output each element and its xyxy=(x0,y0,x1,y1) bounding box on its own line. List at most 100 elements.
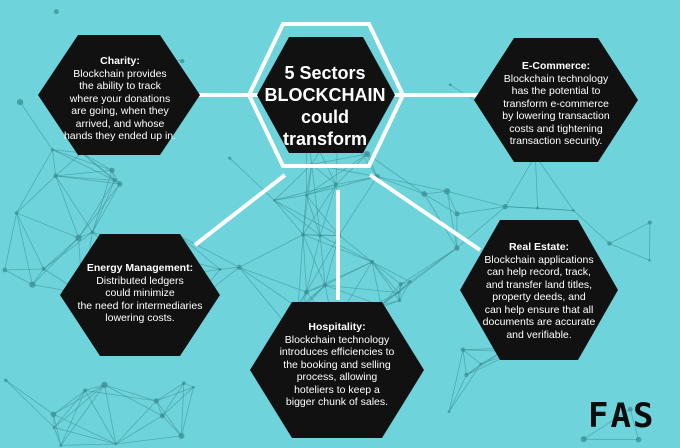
network-link xyxy=(60,443,116,446)
network-link xyxy=(84,390,117,445)
sector-title: Hospitality: xyxy=(308,321,366,333)
network-link xyxy=(319,235,373,263)
network-node xyxy=(303,289,310,295)
center-title-line4: transform xyxy=(282,129,367,149)
network-link xyxy=(81,152,115,181)
network-link xyxy=(54,427,116,445)
network-link xyxy=(81,152,113,171)
network-node xyxy=(50,148,55,152)
network-node xyxy=(53,9,59,15)
network-link xyxy=(53,390,86,415)
network-link xyxy=(462,349,482,365)
network-link xyxy=(371,261,411,283)
network-link xyxy=(239,266,307,293)
network-node xyxy=(648,259,651,262)
sector-body-line: process, allowing xyxy=(296,371,378,383)
network-link xyxy=(32,268,44,285)
network-node xyxy=(114,442,118,446)
sector-body-line: can help record, track, xyxy=(487,266,591,278)
network-link xyxy=(53,427,62,446)
network-node xyxy=(192,385,195,389)
network-link xyxy=(53,390,86,428)
network-link xyxy=(104,384,117,445)
network-link xyxy=(180,383,185,436)
network-link xyxy=(448,374,467,412)
network-link xyxy=(366,153,378,177)
network-node xyxy=(90,230,95,235)
connector-energy xyxy=(193,173,287,247)
network-link xyxy=(297,234,304,308)
network-link xyxy=(274,164,313,201)
network-link xyxy=(573,210,610,244)
network-link xyxy=(16,212,44,270)
hexagon-hospitality xyxy=(250,302,424,438)
network-node xyxy=(218,267,222,271)
network-link xyxy=(534,155,538,209)
sector-body-line: bigger chunk of sales. xyxy=(285,396,389,408)
network-node xyxy=(117,181,123,187)
network-link xyxy=(43,231,93,270)
network-link xyxy=(371,261,399,293)
network-node xyxy=(228,156,232,160)
network-node xyxy=(408,280,412,284)
network-link xyxy=(609,222,651,244)
network-node xyxy=(333,182,338,187)
network-link xyxy=(629,409,639,440)
network-node xyxy=(447,410,451,414)
sector-body-line: costs and tightening xyxy=(509,122,603,135)
network-node xyxy=(178,432,185,439)
network-link xyxy=(16,175,56,214)
sector-body-line: lowering costs. xyxy=(105,312,175,324)
network-link xyxy=(424,190,448,195)
sector-body-line: introduces efficiencies to xyxy=(279,346,395,358)
sector-body-line: where your donations xyxy=(69,92,171,105)
network-link xyxy=(162,386,194,417)
network-link xyxy=(446,191,458,215)
network-node xyxy=(580,436,587,443)
network-node xyxy=(647,220,652,225)
hexagon-energy xyxy=(60,234,220,356)
sector-energy: Energy Management: Distributed ledgers c… xyxy=(65,262,215,325)
network-link xyxy=(5,379,55,428)
center-title-line2: BLOCKCHAIN xyxy=(264,85,386,105)
network-link xyxy=(179,235,221,270)
network-link xyxy=(319,184,337,236)
sector-body-line: and verifiable. xyxy=(506,328,572,341)
network-link xyxy=(456,206,506,215)
sector-body-line: transaction security. xyxy=(509,135,603,147)
network-link xyxy=(446,190,506,208)
network-link xyxy=(305,194,321,236)
sector-body-line: the ability to track xyxy=(79,80,161,92)
network-link xyxy=(380,283,402,306)
network-link xyxy=(583,408,631,440)
sector-title: Charity: xyxy=(100,55,140,67)
network-link xyxy=(60,390,86,446)
network-link xyxy=(53,413,117,445)
network-link xyxy=(306,184,337,196)
network-node xyxy=(41,266,46,271)
network-node xyxy=(83,388,88,393)
center-title: 5 Sectors BLOCKCHAIN could transform xyxy=(250,62,400,150)
sector-body-line: Blockchain technology xyxy=(284,333,390,346)
network-node xyxy=(2,267,8,273)
network-link xyxy=(55,175,79,238)
sector-body-line: and transfer land titles, xyxy=(485,278,593,291)
network-node xyxy=(273,199,276,202)
network-node xyxy=(479,362,483,366)
network-node xyxy=(502,203,508,210)
center-title-line1: 5 Sectors xyxy=(284,63,366,83)
sector-body-line: the need for intermediaries xyxy=(77,299,203,312)
network-node xyxy=(59,443,63,447)
network-link xyxy=(92,183,121,233)
network-link xyxy=(306,235,321,293)
network-node xyxy=(75,234,82,242)
network-link xyxy=(305,164,313,196)
network-link xyxy=(52,149,57,176)
network-link xyxy=(424,193,458,215)
network-link xyxy=(376,176,425,195)
network-node xyxy=(159,413,165,419)
network-node xyxy=(16,98,24,106)
network-link xyxy=(53,414,62,446)
sector-realestate: Real Estate: Blockchain applications can… xyxy=(464,241,614,341)
